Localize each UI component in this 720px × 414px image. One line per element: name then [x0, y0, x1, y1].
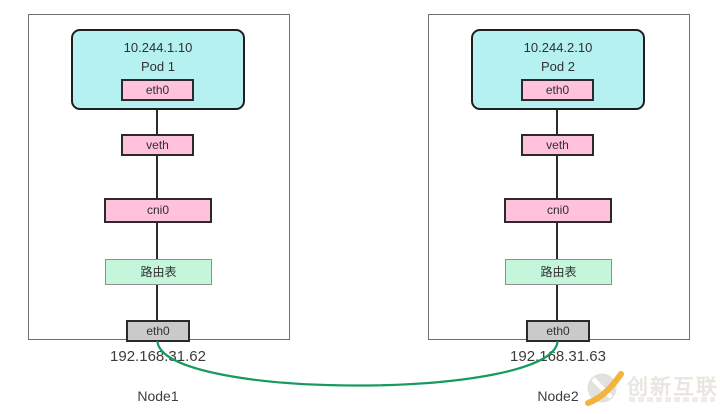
node1-cni0-box: cni0: [104, 198, 212, 223]
node1-route-table-box: 路由表: [105, 259, 212, 285]
pod1-eth0-box: eth0: [121, 79, 194, 101]
pod1-name: Pod 1: [141, 59, 175, 74]
node2-eth0-box: eth0: [526, 320, 590, 342]
pod2-name: Pod 2: [541, 59, 575, 74]
node2-cni0-box: cni0: [504, 198, 612, 223]
node2-label: Node2: [537, 388, 579, 404]
node2-veth-box: veth: [521, 134, 594, 156]
node2-route-table-box: 路由表: [505, 259, 612, 285]
pod2-ip: 10.244.2.10: [523, 40, 593, 55]
pod1-ip: 10.244.1.10: [123, 40, 193, 55]
node2-group: 10.244.2.10 Pod 2 eth0 veth cni0 路由表 eth…: [400, 0, 720, 414]
node1-group: 10.244.1.10 Pod 1 eth0 veth cni0 路由表 eth…: [0, 0, 320, 414]
node1-eth0-box: eth0: [126, 320, 190, 342]
watermark: 创新互联: [585, 367, 720, 412]
node2-host-ip: 192.168.31.63: [510, 348, 606, 365]
node1-label: Node1: [137, 388, 179, 404]
watermark-brand-text: 创新互联: [627, 376, 719, 399]
watermark-logo-icon: [585, 371, 624, 406]
watermark-subtext-bar: [629, 397, 715, 402]
pod2-eth0-box: eth0: [521, 79, 594, 101]
node1-veth-box: veth: [121, 134, 194, 156]
node1-host-ip: 192.168.31.62: [110, 348, 206, 365]
watermark-swoosh-icon: [585, 371, 624, 406]
